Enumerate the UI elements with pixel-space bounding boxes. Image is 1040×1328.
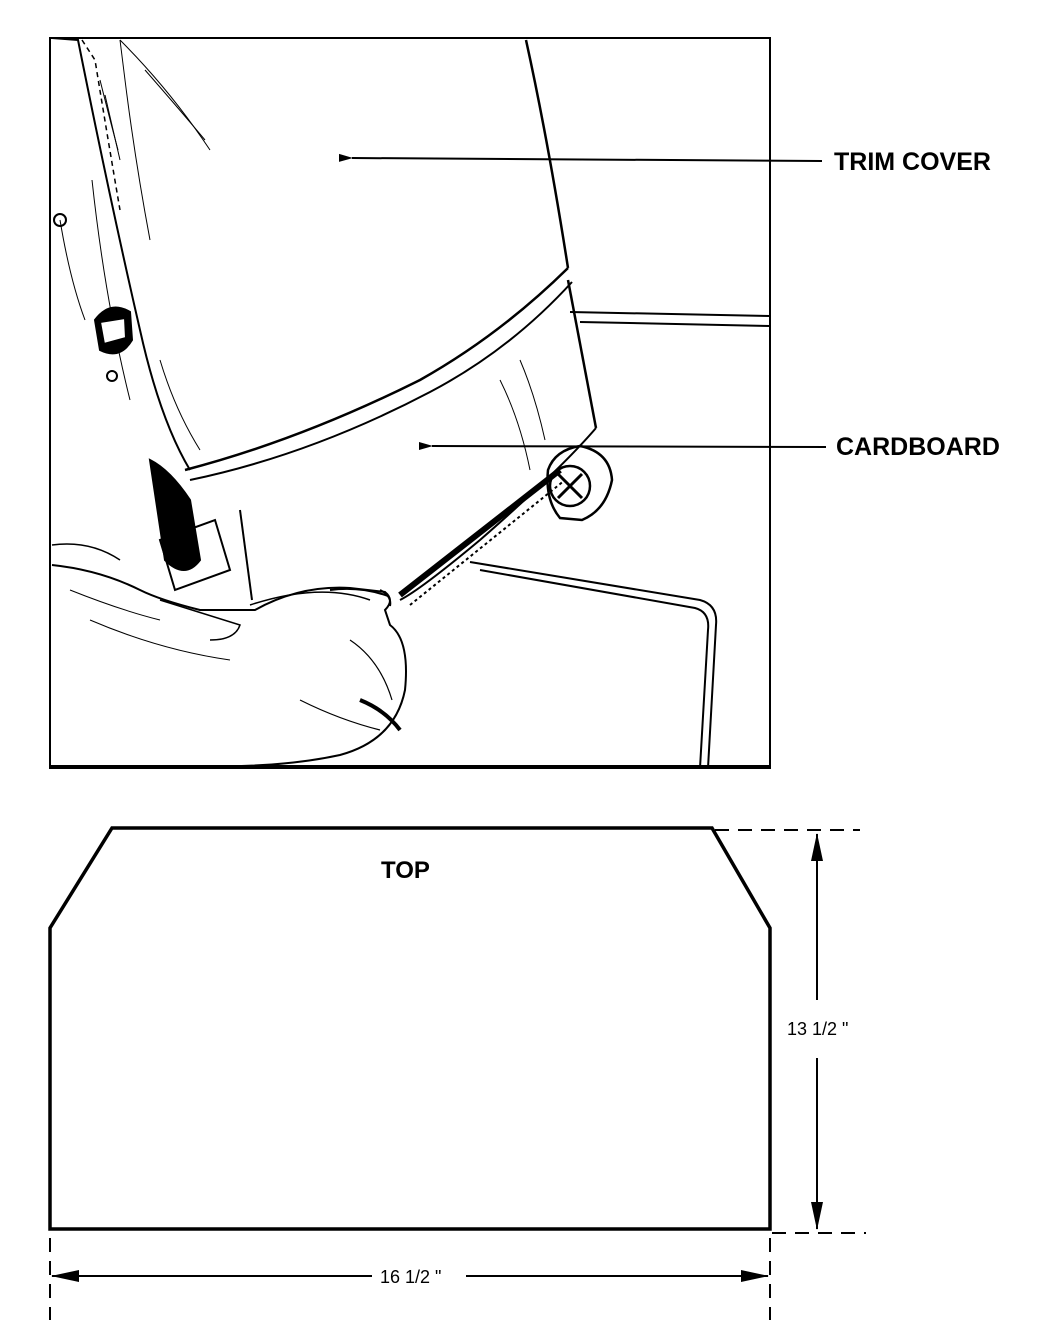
hands	[51, 543, 407, 768]
screw-bracket	[546, 444, 614, 522]
cardboard-pointer	[418, 441, 827, 450]
pattern-top-label: TOP	[381, 857, 430, 884]
seat-hinge	[53, 213, 232, 592]
trim-cover-label: TRIM COVER	[834, 148, 991, 176]
pattern-outline	[48, 826, 772, 1231]
cardboard-label: CARDBOARD	[836, 433, 1000, 461]
width-dimension-label: 16 1/2 "	[380, 1267, 441, 1287]
seat-back-trim-cover	[51, 37, 573, 481]
cardboard-pattern: TOP 13 1/2 " 16 1/2 "	[48, 826, 866, 1320]
illustration-panel: TRIM COVER CARDBOARD	[49, 37, 1000, 769]
height-dimension: 13 1/2 "	[715, 829, 866, 1234]
height-dimension-label: 13 1/2 "	[787, 1019, 848, 1039]
floor-lines	[469, 311, 771, 769]
trim-cover-pointer	[338, 153, 823, 162]
width-dimension: 16 1/2 "	[49, 1238, 771, 1320]
cardboard-sheet	[239, 279, 598, 606]
